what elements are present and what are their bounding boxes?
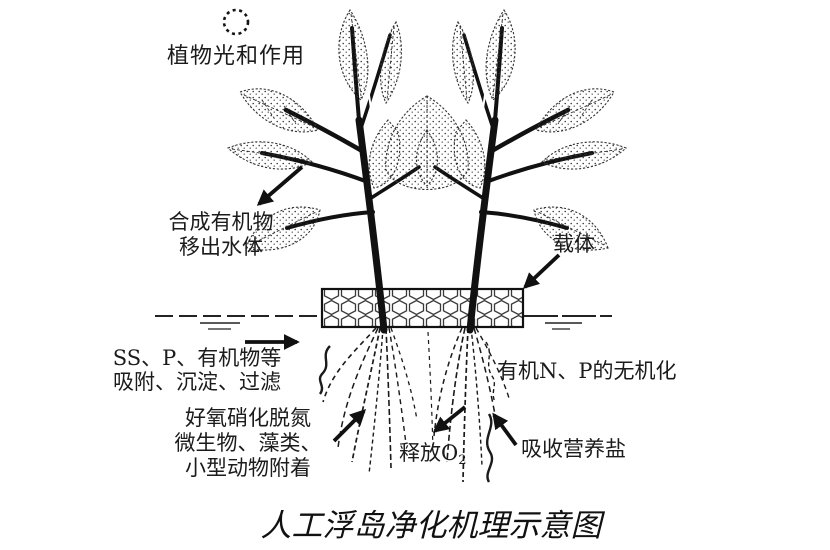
annotation-arrows bbox=[245, 165, 561, 447]
label-adsorption: SS、P、有机物等 吸附、沉淀、过滤 bbox=[90, 346, 304, 394]
arrow-biofilm bbox=[332, 408, 367, 443]
roots bbox=[318, 327, 510, 483]
water-line bbox=[155, 315, 612, 330]
label-release-oxygen-subscript: 2 bbox=[458, 453, 467, 468]
arrow-absorb-nutrients bbox=[492, 412, 518, 447]
label-carrier: 载体 bbox=[553, 232, 595, 256]
label-adsorption-line2: 吸附、沉淀、过滤 bbox=[113, 370, 281, 394]
label-absorb-nutrients: 吸收营养盐 bbox=[521, 437, 626, 461]
label-photosynthesis: 植物光和作用 bbox=[167, 44, 306, 69]
arrow-release-oxygen bbox=[432, 405, 467, 433]
label-synthesize: 合成有机物 移出水体 bbox=[148, 210, 294, 260]
label-release-oxygen-text: 释放O bbox=[399, 441, 459, 465]
label-mineralization: 有机N、P的无机化 bbox=[497, 359, 677, 383]
label-synthesize-line2: 移出水体 bbox=[179, 235, 263, 259]
label-synthesize-line1: 合成有机物 bbox=[168, 210, 274, 234]
label-biofilm-line3: 小型动物附着 bbox=[185, 456, 311, 480]
label-adsorption-line1: SS、P、有机物等 bbox=[112, 346, 282, 370]
label-biofilm: 好氧硝化脱氮 微生物、藻类、 小型动物附着 bbox=[158, 406, 338, 481]
arrow-synthesize bbox=[256, 165, 304, 206]
sun-icon bbox=[222, 8, 250, 36]
arrow-carrier bbox=[522, 253, 561, 289]
leaf-veins bbox=[231, 13, 623, 246]
diagram-title: 人工浮岛净化机理示意图 bbox=[260, 508, 602, 544]
label-release-oxygen: 释放O2 bbox=[399, 441, 467, 473]
label-biofilm-line2: 微生物、藻类、 bbox=[174, 431, 322, 455]
floating-mat bbox=[320, 287, 525, 329]
label-biofilm-line1: 好氧硝化脱氮 bbox=[185, 406, 311, 430]
